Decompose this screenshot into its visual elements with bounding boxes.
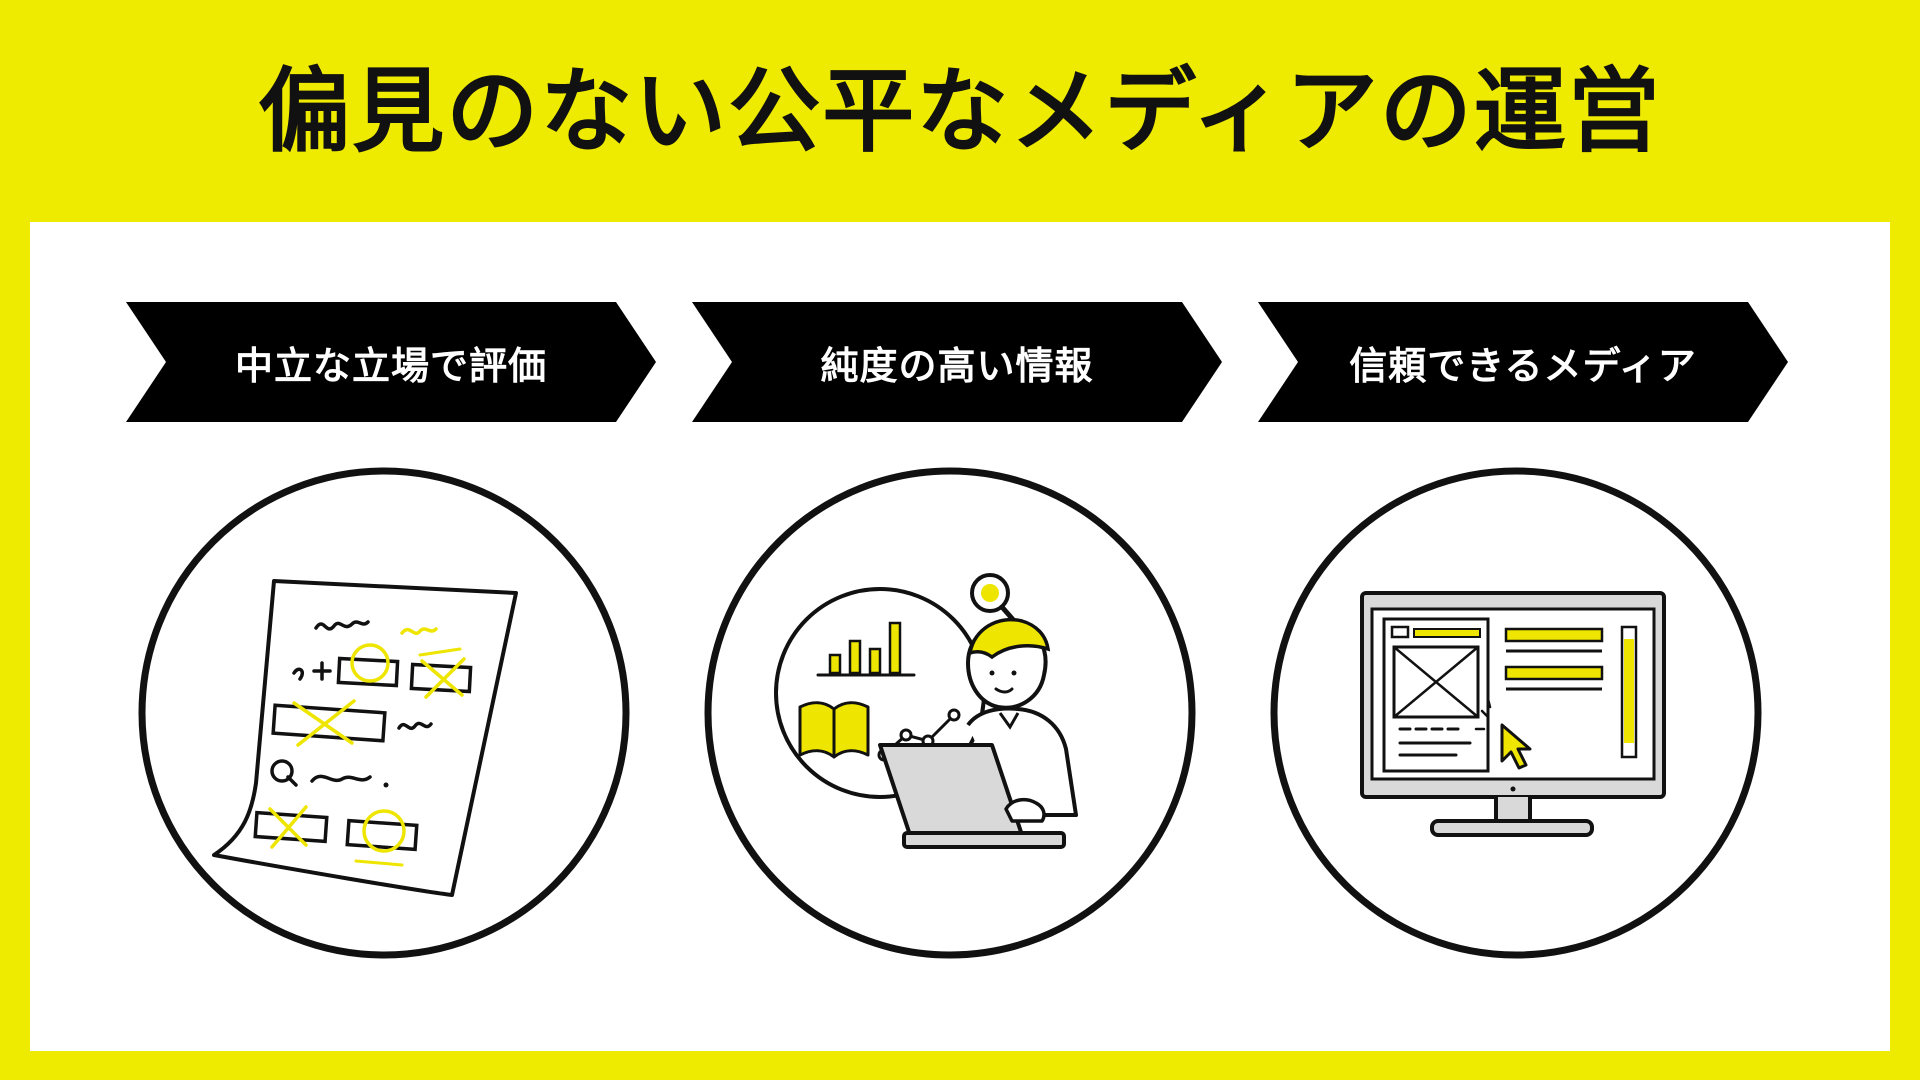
step-label-3: 信頼できるメディア xyxy=(1349,343,1697,388)
step-label-1: 中立な立場で評価 xyxy=(234,343,547,388)
website-monitor-icon xyxy=(1270,467,1762,959)
research-person-icon xyxy=(704,467,1196,959)
step-circle-1 xyxy=(134,463,634,963)
step-circle-2 xyxy=(700,463,1200,963)
step-banner-3: 信頼できるメディア xyxy=(1258,302,1788,422)
step-2: 純度の高い情報 xyxy=(692,302,1232,1002)
step-1: 中立な立場で評価 xyxy=(126,302,666,1002)
step-circle-3 xyxy=(1266,463,1766,963)
page-title: 偏見のない公平なメディアの運営 xyxy=(258,58,1662,165)
step-label-2: 純度の高い情報 xyxy=(820,343,1094,388)
step-banner-1: 中立な立場で評価 xyxy=(126,302,656,422)
content-panel: 中立な立場で評価 xyxy=(30,222,1890,1051)
evaluation-sheet-icon xyxy=(138,467,630,959)
step-banner-2: 純度の高い情報 xyxy=(692,302,1222,422)
step-3: 信頼できるメディア xyxy=(1258,302,1798,1002)
